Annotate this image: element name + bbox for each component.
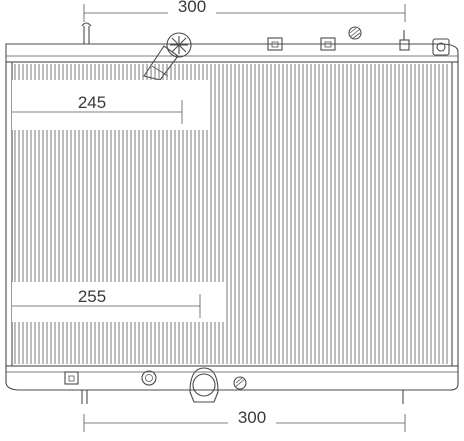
bottom-dimension: 300 <box>83 408 406 432</box>
lower-outlet-nozzle <box>189 367 219 403</box>
upper-mount-pin-left <box>81 22 92 44</box>
top-dimension: 300 <box>83 0 406 22</box>
drain-plug-icon <box>141 370 157 386</box>
upper-clip-2 <box>320 37 336 51</box>
lower-sensor-icon <box>233 376 247 390</box>
core-upper-label: 245 <box>78 93 106 112</box>
lower-tank <box>5 365 459 391</box>
core-lower-label: 255 <box>78 287 106 306</box>
filler-cap-icon <box>166 32 192 58</box>
temperature-sensor-icon <box>348 26 362 40</box>
core-upper-dimension: 245 <box>12 80 208 130</box>
upper-outlet-nozzle <box>432 38 450 56</box>
core-lower-dimension: 255 <box>12 282 226 322</box>
upper-clip-1 <box>267 37 283 51</box>
upper-mount-pin-right <box>399 30 410 51</box>
upper-tank <box>5 43 459 63</box>
bottom-width-label: 300 <box>238 408 266 427</box>
lower-mount-pin-left <box>81 390 88 404</box>
top-width-label: 300 <box>178 0 206 16</box>
lower-clip <box>64 371 79 385</box>
